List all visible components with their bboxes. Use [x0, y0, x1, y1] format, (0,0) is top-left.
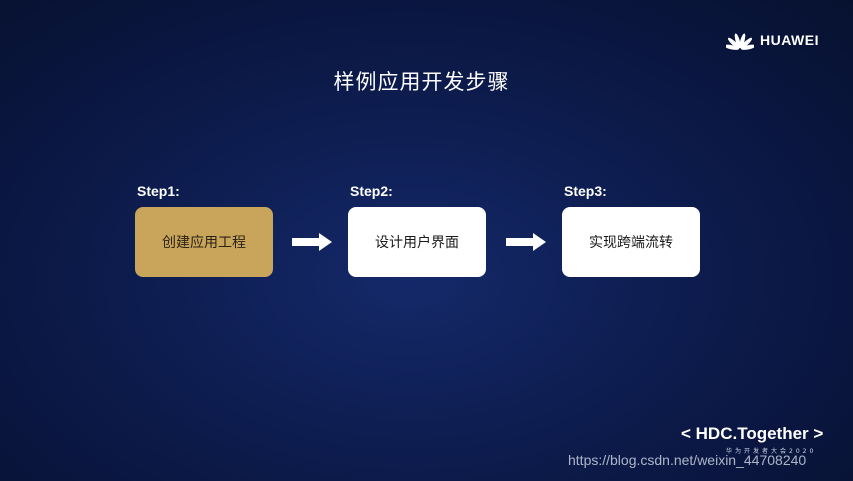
step-2-box: 设计用户界面	[348, 207, 486, 277]
step-1: Step1: 创建应用工程	[135, 183, 273, 277]
arrow-right-icon	[292, 233, 332, 251]
step-3-box: 实现跨端流转	[562, 207, 700, 277]
event-tagline: < HDC.Together >	[681, 424, 824, 443]
step-1-box: 创建应用工程	[135, 207, 273, 277]
brand-logo: HUAWEI	[726, 30, 819, 50]
arrow-right-icon	[506, 233, 546, 251]
step-3: Step3: 实现跨端流转	[562, 183, 700, 277]
step-2-label: Step2:	[350, 183, 393, 199]
source-watermark: https://blog.csdn.net/weixin_44708240	[568, 452, 807, 468]
event-subline: 华为开发者大会2020	[726, 448, 817, 455]
brand-name: HUAWEI	[760, 32, 819, 48]
slide-title: 样例应用开发步骤	[333, 70, 510, 94]
huawei-logo-icon	[726, 30, 754, 50]
step-3-label: Step3:	[564, 183, 607, 199]
step-1-label: Step1:	[137, 183, 180, 199]
step-2: Step2: 设计用户界面	[348, 183, 486, 277]
